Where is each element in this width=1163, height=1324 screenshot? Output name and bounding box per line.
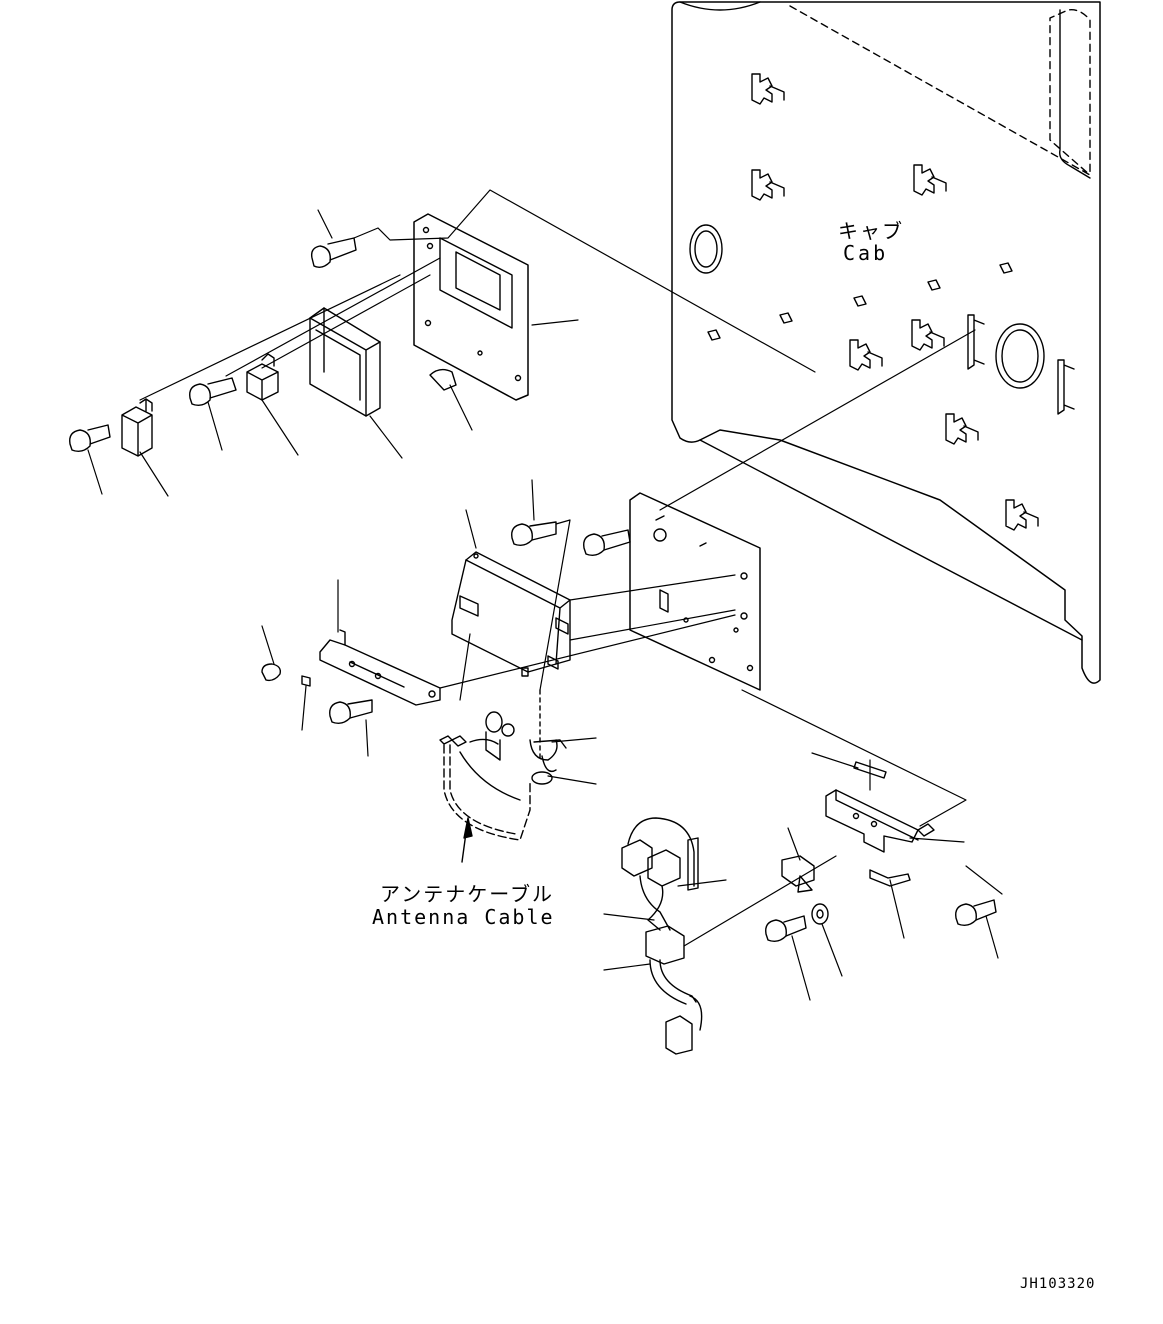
upper-leaders (88, 190, 815, 496)
mid-controller (452, 552, 570, 676)
lower-harness (622, 818, 702, 1054)
lower-clip-and-bolts (766, 856, 996, 941)
antenna-cable (440, 690, 566, 862)
cab-panel (672, 2, 1100, 683)
mid-mounting-plate (630, 493, 760, 690)
cab-label-en: Cab (843, 241, 889, 265)
lower-leaders (604, 753, 1002, 1000)
mid-bracket (320, 630, 440, 705)
cab-clips (752, 74, 1074, 530)
upper-bolts (70, 238, 356, 451)
cab-hole-left (690, 225, 722, 273)
upper-mounting-plate (414, 214, 528, 400)
cab-slots (708, 263, 1012, 340)
upper-controller (310, 308, 380, 416)
antenna-cable-label-en: Antenna Cable (372, 905, 555, 929)
antenna-cable-label-jp: アンテナケーブル (380, 882, 554, 906)
mid-bolts (262, 522, 630, 723)
lower-bracket (826, 762, 934, 886)
cab-label-jp: キャブ (838, 219, 904, 243)
mid-leaders (262, 330, 975, 826)
drawing-code: JH103320 (1020, 1276, 1096, 1292)
cab-hole-right (996, 324, 1044, 388)
